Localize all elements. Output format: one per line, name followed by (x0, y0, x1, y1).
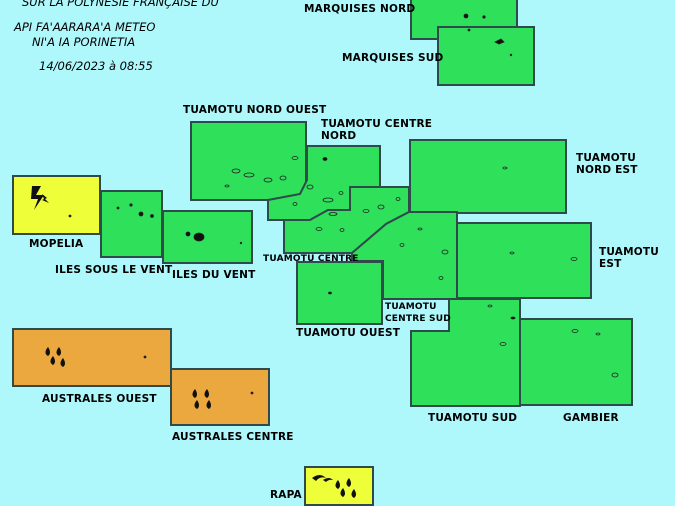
zone-australes-centre[interactable] (170, 368, 270, 426)
label-gambier: GAMBIER (563, 412, 619, 424)
zone-tuamotu-nord-ouest[interactable] (190, 121, 307, 201)
header-line-3: NI'A IA PORINETIA (32, 35, 136, 49)
label-australes-ouest: AUSTRALES OUEST (42, 393, 157, 405)
zone-tuamotu-centre[interactable] (283, 186, 410, 254)
label-tuamotu-centre-nord-line1: TUAMOTU CENTRE (321, 118, 433, 130)
zone-marquises-sud[interactable] (437, 26, 535, 86)
label-tuamotu-est-line2: EST (599, 258, 622, 270)
zone-rapa[interactable] (304, 466, 374, 506)
label-mopelia: MOPELIA (29, 238, 84, 250)
label-marquises-nord: MARQUISES NORD (304, 3, 416, 15)
label-iles-du-vent: ILES DU VENT (172, 269, 256, 281)
heavy-rain-icon (45, 347, 65, 367)
header-line-2: API FA'AARARA'A METEO (14, 20, 156, 34)
header-line-1: SUR LA POLYNESIE FRANÇAISE DU (22, 0, 219, 9)
label-tuamotu-nord-est-line1: TUAMOTU (576, 152, 636, 164)
label-tuamotu-nord-ouest: TUAMOTU NORD OUEST (183, 104, 327, 116)
label-tuamotu-centre-sud-line2: CENTRE SUD (385, 314, 451, 324)
bulletin-datetime: 14/06/2023 à 08:55 (39, 59, 153, 73)
zone-mopelia[interactable] (12, 175, 101, 235)
label-tuamotu-nord-est: TUAMOTU NORD EST (576, 152, 638, 176)
zone-tuamotu-ouest[interactable] (296, 261, 383, 325)
label-tuamotu-sud: TUAMOTU SUD (428, 412, 518, 424)
label-tuamotu-centre-sud-line1: TUAMOTU (385, 302, 437, 312)
label-tuamotu-nord-est-line2: NORD EST (576, 164, 638, 176)
label-tuamotu-est-line1: TUAMOTU (599, 246, 659, 258)
zone-tuamotu-sud[interactable] (410, 298, 521, 407)
thunderstorm-icon (31, 186, 49, 210)
label-rapa: RAPA (270, 489, 302, 501)
label-tuamotu-centre-sud: TUAMOTU CENTRE SUD (385, 301, 451, 325)
islands (68, 13, 619, 395)
wind-rain-icon (312, 475, 356, 498)
label-tuamotu-centre: TUAMOTU CENTRE (263, 254, 359, 264)
zone-tuamotu-nord-est[interactable] (409, 139, 567, 214)
label-tuamotu-centre-nord-line2: NORD (321, 130, 357, 142)
label-tuamotu-ouest: TUAMOTU OUEST (296, 327, 401, 339)
zone-tuamotu-est[interactable] (455, 222, 592, 299)
label-tuamotu-est: TUAMOTU EST (599, 246, 659, 270)
label-tuamotu-centre-nord: TUAMOTU CENTRE NORD (321, 118, 432, 142)
label-iles-sous-le-vent: ILES SOUS LE VENT (55, 264, 173, 276)
heavy-rain-icon (192, 389, 211, 409)
zone-iles-du-vent[interactable] (162, 210, 253, 264)
label-australes-centre: AUSTRALES CENTRE (172, 431, 294, 443)
label-marquises-sud: MARQUISES SUD (342, 52, 444, 64)
